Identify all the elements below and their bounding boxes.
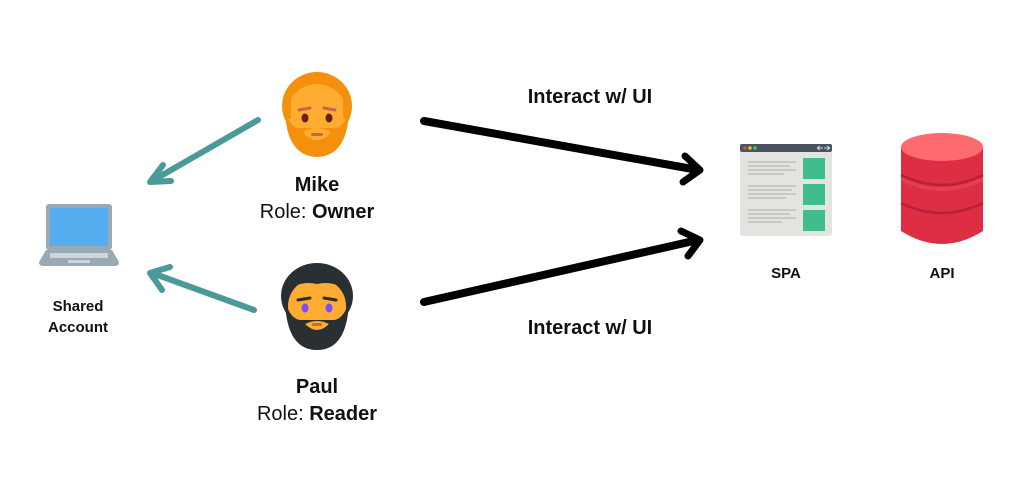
interact-label-bottom: Interact w/ UI bbox=[527, 317, 653, 339]
shared-account-label-line2: Account bbox=[48, 319, 108, 336]
arrow-mike-to-spa bbox=[420, 117, 702, 174]
interact-label-top: Interact w/ UI bbox=[527, 86, 653, 108]
mike-role: Role: Owner bbox=[232, 201, 402, 224]
paul-role-prefix: Role: bbox=[256, 403, 310, 425]
paul-role: Role: Reader bbox=[232, 403, 402, 426]
bearded-man-black-hair-icon bbox=[281, 263, 353, 350]
shared-account-label-line1: Shared bbox=[52, 298, 104, 315]
database-icon bbox=[900, 133, 984, 244]
mike-name: Mike bbox=[294, 174, 340, 196]
shared-account-label: Shared Account bbox=[30, 296, 126, 338]
arrow-mike-to-laptop-head bbox=[147, 162, 174, 185]
web-page-icon bbox=[740, 144, 832, 236]
arrow-paul-to-laptop-head bbox=[147, 264, 173, 293]
laptop-icon bbox=[39, 204, 119, 266]
arrow-mike-to-spa-head bbox=[679, 152, 704, 186]
arrow-paul-to-spa-head bbox=[677, 227, 704, 260]
arrow-paul-to-spa bbox=[420, 236, 702, 306]
paul-name: Paul bbox=[295, 376, 339, 398]
arrow-paul-to-laptop bbox=[149, 270, 257, 313]
api-label: API bbox=[929, 265, 955, 282]
arrow-mike-to-laptop bbox=[149, 117, 261, 184]
spa-label: SPA bbox=[771, 265, 801, 282]
mike-role-value: Owner bbox=[312, 201, 375, 223]
bearded-man-orange-icon bbox=[282, 72, 352, 157]
mike-role-prefix: Role: bbox=[259, 201, 312, 223]
paul-role-value: Reader bbox=[309, 403, 378, 425]
